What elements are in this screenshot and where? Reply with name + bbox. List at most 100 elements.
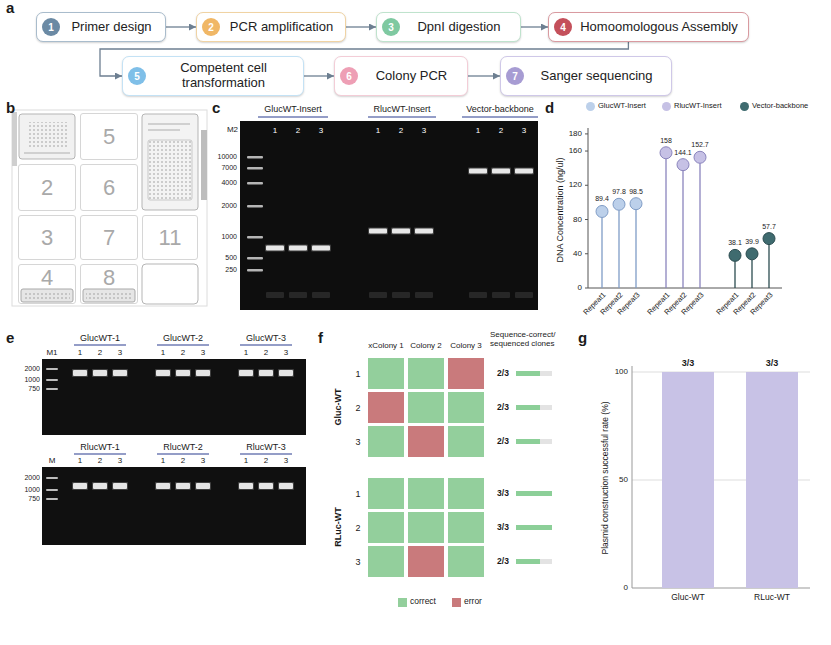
- slot-number: 7: [103, 227, 115, 249]
- process-step: 4Homoomologous Assembly: [548, 12, 749, 42]
- deck-slot: 4: [18, 264, 76, 304]
- result-cell: [408, 546, 444, 577]
- result-cell: [448, 358, 484, 389]
- progress-bar: [516, 559, 540, 564]
- bar: [746, 372, 798, 588]
- lane-number: 2: [499, 126, 503, 135]
- gel-band: [155, 482, 171, 490]
- row-label: 1: [355, 368, 360, 378]
- slot-number: 5: [103, 126, 115, 148]
- gel-band: [368, 228, 388, 235]
- chart-axis: [588, 128, 589, 288]
- lollipop-dot: [596, 205, 608, 217]
- gel-band: [312, 292, 330, 298]
- deck-layout: [201, 130, 207, 200]
- chart-grid: [632, 366, 633, 588]
- gel-image: [42, 121, 538, 545]
- row-label: 2: [355, 402, 360, 412]
- chart-axis: [588, 288, 782, 289]
- legend-label: RlucWT-Insert: [674, 102, 722, 111]
- lollipop-dot: [694, 151, 706, 163]
- gel-band: [238, 482, 254, 490]
- legend-label: correct: [410, 597, 436, 607]
- panel-letter: f: [318, 329, 323, 346]
- deck-slot: 6: [80, 164, 138, 211]
- value-label: 158: [660, 137, 672, 145]
- lane-number: 3: [118, 348, 122, 357]
- result-cell: [368, 546, 404, 577]
- lollipop-stem: [768, 245, 769, 288]
- fraction-label: 3/3: [497, 489, 509, 499]
- gel-band: [196, 483, 210, 489]
- column-header: Colony 2: [410, 341, 442, 350]
- gel-band: [93, 483, 107, 489]
- deck-layout: [12, 112, 17, 166]
- lane-number: 3: [522, 126, 526, 135]
- deck-slot: 5: [80, 113, 138, 160]
- deck-slot: 7: [80, 215, 138, 260]
- group-underline: [368, 116, 436, 117]
- lane-number: 1: [78, 456, 82, 465]
- lane-number: 1: [273, 126, 277, 135]
- result-cell: [368, 358, 552, 577]
- gel-band: [311, 245, 331, 252]
- step-number: 7: [506, 67, 524, 85]
- gel-band: [247, 156, 263, 159]
- ladder-size: 4000: [221, 179, 237, 187]
- deck-layout: [12, 110, 207, 306]
- deck-layout: [24, 152, 70, 154]
- axis-tick-label: 120: [569, 181, 582, 190]
- bar-value: 3/3: [766, 358, 779, 368]
- gel-band: [247, 236, 263, 239]
- gel-band: [195, 482, 211, 490]
- progress-bar: [516, 405, 540, 410]
- gel-band: [73, 370, 87, 376]
- group-underline: [74, 344, 126, 345]
- value-label: 144.1: [674, 149, 692, 157]
- lane-number: 3: [201, 348, 205, 357]
- axis-tick-label: 40: [573, 249, 582, 258]
- deck-layout: [148, 140, 192, 200]
- fraction-label: 2/3: [497, 557, 509, 567]
- group-underline: [157, 453, 209, 454]
- lane-number: 1: [476, 126, 480, 135]
- result-cell: [448, 426, 484, 457]
- gel-band: [175, 482, 191, 490]
- gel-band: [515, 292, 533, 298]
- gel-band: [92, 369, 108, 377]
- process-step: 2PCR amplification: [196, 12, 346, 42]
- category-label: Gluc-WT: [671, 593, 705, 603]
- step-number: 2: [202, 18, 220, 36]
- step-number: 1: [42, 18, 60, 36]
- gel-band: [73, 483, 87, 489]
- gel-band: [258, 369, 274, 377]
- slot-number: 2: [41, 177, 53, 199]
- value-label: 39.9: [745, 238, 759, 246]
- lollipop-dot: [729, 249, 741, 261]
- process-step: 5Competent cell transformation: [122, 56, 304, 96]
- progress-bar: [516, 439, 540, 444]
- gel-band: [239, 370, 253, 376]
- gel-image: [240, 121, 538, 310]
- gel-band: [176, 370, 190, 376]
- deck-layout: [148, 123, 190, 125]
- chart-grid: [632, 366, 810, 588]
- lane-number: 3: [118, 456, 122, 465]
- chart-axis: [588, 128, 782, 288]
- step-label: DpnI digestion: [406, 20, 512, 35]
- result-cell: [368, 512, 404, 543]
- legend-label: Vector-backbone: [752, 102, 808, 111]
- ladder-size: 1000: [24, 376, 40, 384]
- gel-band: [247, 269, 263, 272]
- flow-arrow: [468, 75, 500, 76]
- row-label: 3: [355, 436, 360, 446]
- slot-number: 4: [41, 267, 53, 289]
- gel-band: [266, 292, 284, 298]
- column-header: Colony 3: [450, 341, 482, 350]
- legend-swatch: [398, 598, 407, 607]
- gel-band: [259, 370, 273, 376]
- gel-band: [369, 229, 387, 234]
- row-group-label: RLuc-WT: [333, 507, 343, 547]
- gel-band: [279, 370, 293, 376]
- progress-track: [516, 439, 552, 444]
